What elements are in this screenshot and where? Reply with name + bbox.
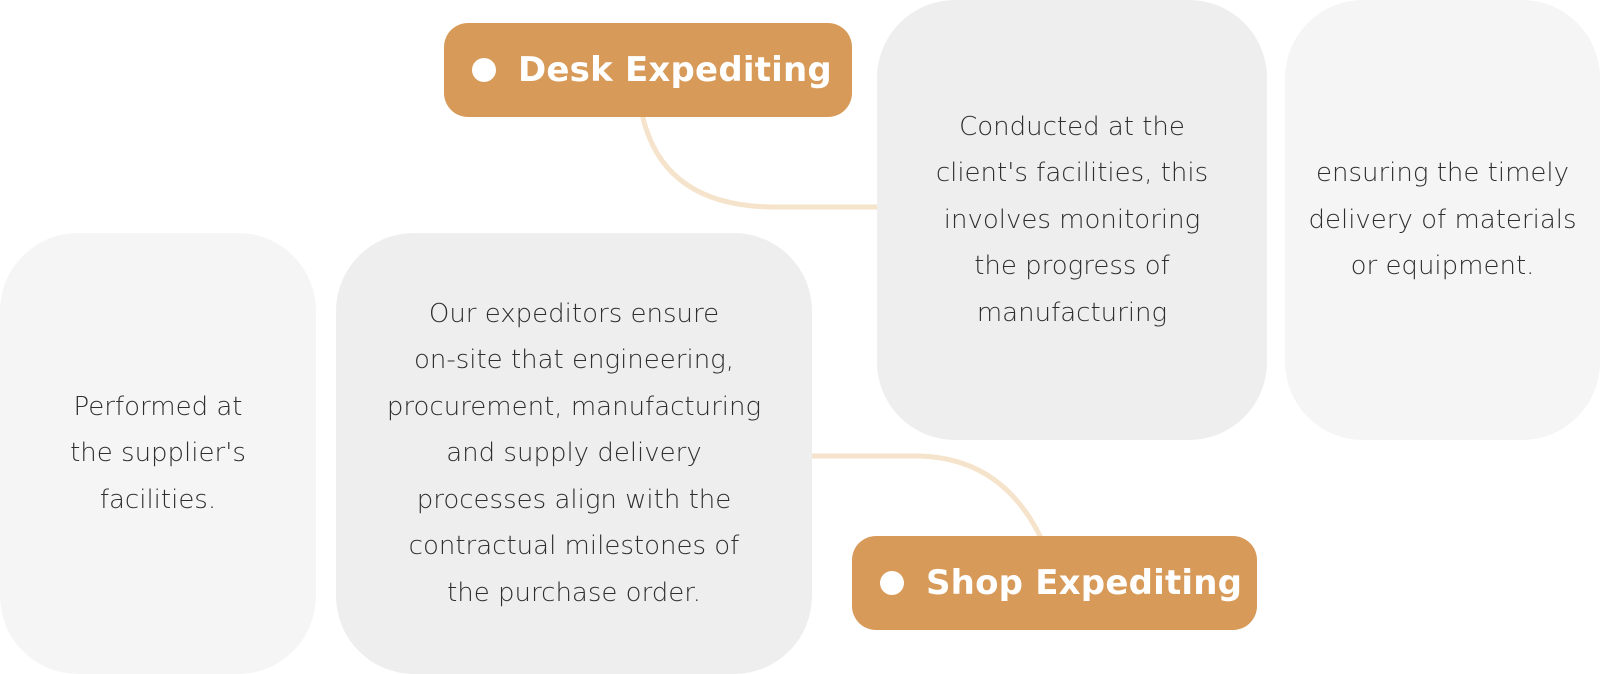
card-line: Conducted at the bbox=[959, 111, 1185, 142]
node-desk-label: Desk Expediting bbox=[518, 50, 832, 90]
bullet-dot-icon bbox=[472, 58, 496, 82]
card-line: procurement, manufacturing bbox=[386, 391, 762, 422]
card-desk-detail: Conducted at the client's facilities, th… bbox=[877, 0, 1267, 440]
card-line: processes align with the bbox=[416, 484, 732, 515]
card-line: ensuring the timely bbox=[1315, 158, 1570, 189]
bullet-dot-icon bbox=[880, 571, 904, 595]
card-shop-summary: Performed at the supplier's facilities. bbox=[0, 233, 316, 674]
connector-shop-to-detail bbox=[809, 453, 1043, 539]
card-line: or equipment. bbox=[1350, 251, 1535, 282]
card-line: and supply delivery bbox=[446, 438, 702, 469]
card-line: involves monitoring bbox=[943, 204, 1201, 235]
card-line: facilities. bbox=[99, 484, 217, 515]
card-desk-extra: ensuring the timely delivery of material… bbox=[1285, 0, 1600, 440]
card-line: manufacturing bbox=[976, 297, 1168, 328]
card-line: Performed at bbox=[73, 391, 243, 422]
card-shop-detail: Our expeditors ensure on-site that engin… bbox=[336, 233, 812, 674]
node-desk-expediting: Desk Expediting bbox=[444, 23, 852, 117]
card-line: the supplier's bbox=[70, 438, 246, 469]
card-shop-detail-text: Our expeditors ensure on-site that engin… bbox=[387, 291, 761, 617]
node-shop-label: Shop Expediting bbox=[926, 563, 1243, 603]
card-line: contractual milestones of bbox=[408, 531, 740, 562]
card-line: on-site that engineering, bbox=[413, 345, 735, 376]
node-shop-expediting: Shop Expediting bbox=[852, 536, 1257, 630]
card-line: client's facilities, this bbox=[935, 158, 1209, 189]
card-line: the progress of bbox=[974, 251, 1170, 282]
card-desk-detail-text: Conducted at the client's facilities, th… bbox=[936, 104, 1208, 337]
card-line: delivery of materials bbox=[1308, 204, 1577, 235]
connector-desk-to-detail bbox=[640, 115, 881, 210]
card-desk-extra-text: ensuring the timely delivery of material… bbox=[1308, 150, 1576, 290]
card-shop-summary-text: Performed at the supplier's facilities. bbox=[70, 384, 246, 524]
card-line: the purchase order. bbox=[447, 577, 701, 608]
card-line: Our expeditors ensure bbox=[428, 298, 720, 329]
